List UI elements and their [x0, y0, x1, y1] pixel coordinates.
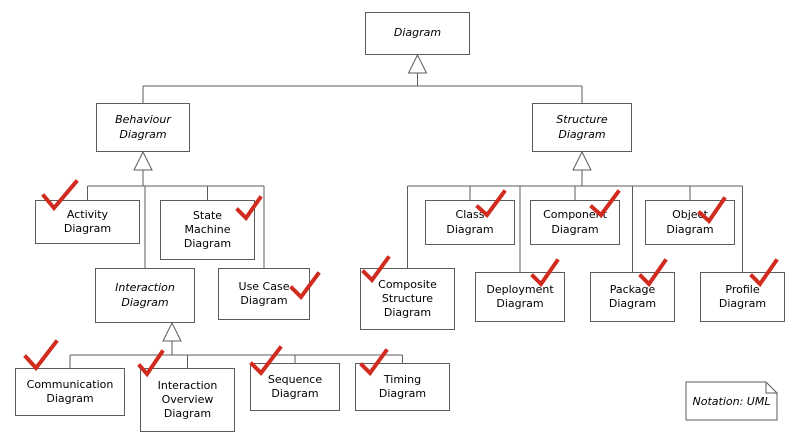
connector-diagram-children	[142, 73, 583, 103]
node-sequence-diagram: Sequence Diagram	[250, 363, 340, 411]
generalization-arrow-interaction	[162, 321, 182, 342]
node-object-diagram: Object Diagram	[645, 200, 735, 245]
node-behaviour-diagram: Behaviour Diagram	[96, 103, 190, 152]
node-activity-diagram: Activity Diagram	[35, 200, 140, 244]
node-deployment-diagram: Deployment Diagram	[475, 272, 565, 322]
node-structure-diagram: Structure Diagram	[532, 103, 632, 152]
node-communication-diagram: Communication Diagram	[15, 368, 125, 416]
node-state-machine-diagram: State Machine Diagram	[160, 200, 255, 260]
node-component-diagram: Component Diagram	[530, 200, 620, 245]
generalization-arrow-behaviour	[133, 150, 153, 171]
node-package-diagram: Package Diagram	[590, 272, 675, 322]
uml-note-shape	[685, 381, 778, 421]
node-timing-diagram: Timing Diagram	[355, 363, 450, 411]
node-interaction-overview-diagram: Interaction Overview Diagram	[140, 368, 235, 432]
node-composite-structure-diagram: Composite Structure Diagram	[360, 268, 455, 330]
connector-interaction-children	[69, 341, 403, 368]
node-diagram: Diagram	[365, 12, 470, 55]
generalization-arrow-structure	[572, 150, 592, 171]
node-use-case-diagram: Use Case Diagram	[218, 268, 310, 320]
node-interaction-diagram: Interaction Diagram	[95, 268, 195, 323]
notation-note-label: Notation: UML	[692, 394, 771, 408]
node-profile-diagram: Profile Diagram	[700, 272, 785, 322]
generalization-arrow-diagram	[407, 53, 428, 74]
node-class-diagram: Class Diagram	[425, 200, 515, 245]
connector-structure-children	[407, 170, 743, 272]
connector-behaviour-children	[87, 170, 265, 268]
